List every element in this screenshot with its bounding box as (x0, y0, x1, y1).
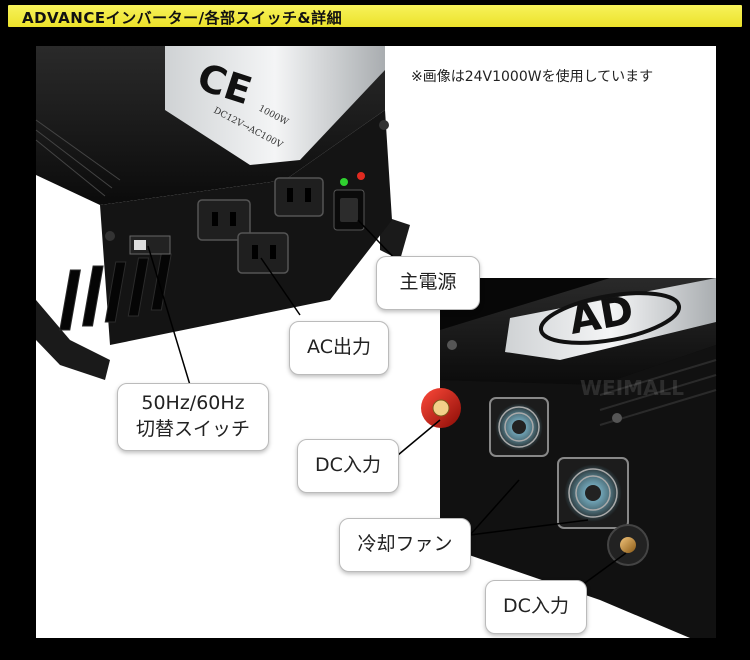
freq-switch-line2: 切替スイッチ (135, 418, 250, 440)
callout-leader-lines (147, 219, 627, 589)
watermark-text: WEIMALL (580, 376, 684, 400)
freq-switch-line1: 50Hz/60Hz (141, 392, 245, 415)
bottom-inverter (421, 278, 717, 638)
header-title: ADVANCEインバーター/各部スイッチ&詳細 (22, 9, 343, 27)
main-power-callout: 主電源 (376, 256, 480, 310)
header-bar: ADVANCEインバーター/各部スイッチ&詳細 (0, 0, 750, 30)
bottom-brand-text: AD (566, 287, 637, 343)
header-yellow-band: ADVANCEインバーター/各部スイッチ&詳細 (8, 5, 742, 27)
dc-input-top-callout: DC入力 (297, 439, 399, 493)
top-inverter (35, 46, 410, 380)
note-text: ※画像は24V1000Wを使用しています (411, 69, 654, 85)
freq-switch-callout: 50Hz/60Hz 切替スイッチ (117, 383, 269, 451)
ac-output-callout: AC出力 (289, 321, 389, 375)
cooling-fan-callout: 冷却ファン (339, 518, 471, 572)
dc-input-bottom-callout: DC入力 (485, 580, 587, 634)
